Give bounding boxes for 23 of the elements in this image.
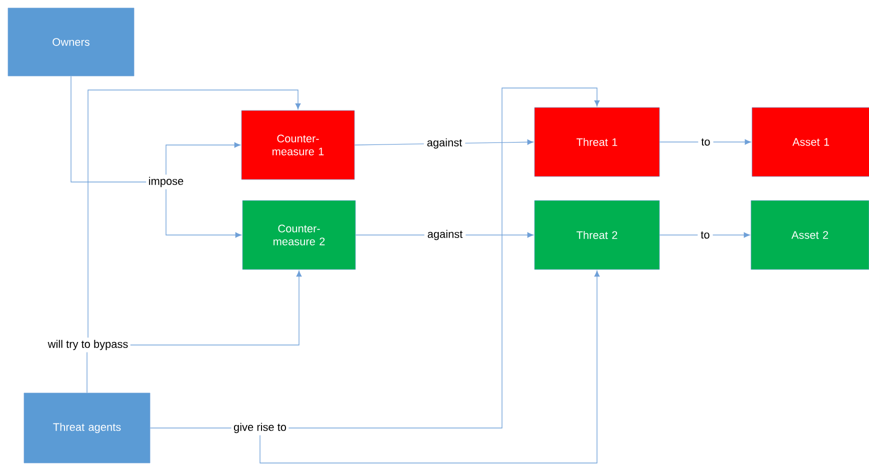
connector-arrow <box>288 88 600 428</box>
connector-arrow <box>88 90 301 338</box>
process-box: Owners <box>8 8 134 76</box>
process-box: Threat agents <box>24 392 150 464</box>
edge-label: against <box>424 226 466 244</box>
edge-label: to <box>698 228 713 242</box>
edge-label: to <box>698 135 714 149</box>
connector-arrow <box>166 188 242 238</box>
connector-arrow <box>659 232 750 238</box>
process-box: Threat 2 <box>534 200 660 270</box>
process-box: Threat 1 <box>534 107 660 177</box>
process-box: Asset 2 <box>750 200 869 270</box>
edge-label: against <box>424 135 466 152</box>
connector-arrow <box>260 270 600 464</box>
process-box: Asset 1 <box>752 107 869 177</box>
process-box: Counter- measure 2 <box>242 200 356 270</box>
process-box: Counter- measure 1 <box>241 110 355 180</box>
connector-arrow <box>659 139 751 145</box>
flow-text: will try to bypass <box>46 338 130 352</box>
flow-text: give rise to <box>232 420 288 436</box>
connector-arrow <box>130 270 302 346</box>
flow-text: impose <box>146 174 186 190</box>
connector-arrow <box>166 142 240 176</box>
